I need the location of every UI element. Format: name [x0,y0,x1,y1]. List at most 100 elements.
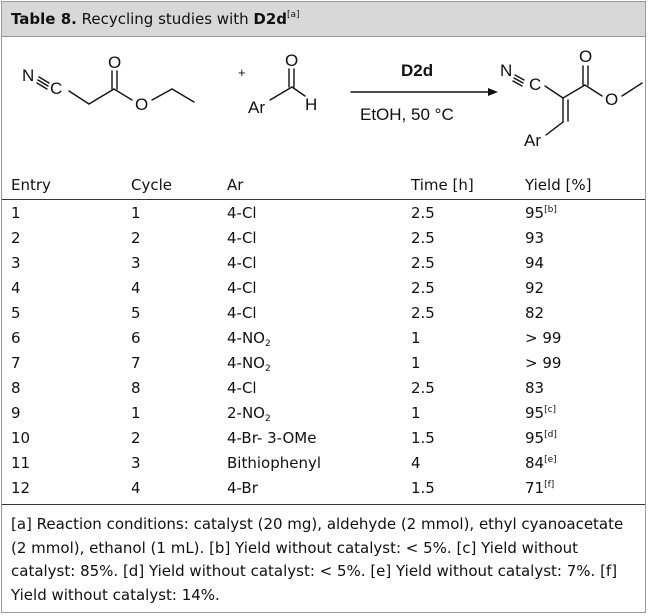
cell-ar-text: 4-Cl [227,379,257,397]
cell-time: 1.5 [411,429,435,447]
product-n-label: N [500,61,512,80]
cell-entry: 11 [11,454,31,472]
cell-cycle: 8 [131,379,141,397]
table-header-row: Entry Cycle Ar Time [h] Yield [%] [2,170,645,200]
table-title: Table 8. Recycling studies with D2d[a] [11,10,300,28]
cell-ar-text: 4-Cl [227,254,257,272]
table-row: 5 5 4-Cl 2.5 82 [2,304,645,324]
column-header-ar: Ar [227,176,244,194]
bond-ar-c [269,86,293,101]
cell-yield-value: 94 [525,254,545,272]
cell-ar: 4-NO2 [227,354,271,374]
cell-entry: 12 [11,479,31,497]
cell-cycle: 3 [131,454,141,472]
cell-time: 1 [411,329,421,347]
cell-ar-text: 4-Cl [227,229,257,247]
column-header-time: Time [h] [411,176,474,194]
bond-ch2-co [88,88,115,105]
reactant1-o-carbonyl-label: O [108,53,121,72]
reaction-scheme: N C O O + Ar O H D2d EtOH, 50 °C N C O O… [22,47,643,150]
cell-entry: 6 [11,329,21,347]
product-bond-calpha-co [562,84,586,99]
cell-yield-value: 82 [525,304,545,322]
cell-cycle: 4 [131,479,141,497]
nitrile-bond-2 [37,79,49,87]
cell-yield-value: 95 [525,204,545,222]
cell-ar-subscript: 2 [264,364,271,374]
product-nitrile-bond-1 [514,74,525,81]
cell-time: 1 [411,404,421,422]
cell-yield-value: 93 [525,229,545,247]
cell-time: 2.5 [411,379,435,397]
cell-time: 4 [411,454,421,472]
column-header-entry: Entry [11,176,51,194]
cell-yield: 95[c] [525,404,556,422]
cell-yield-footnote-mark: [e] [544,455,557,465]
cell-ar: 4-Cl [227,279,257,297]
table-row: 8 8 4-Cl 2.5 83 [2,379,645,399]
cell-entry: 8 [11,379,21,397]
cell-ar-text: 4-Br [227,479,258,497]
reaction-arrow-head [488,88,498,96]
cell-ar-text: Bithiophenyl [227,454,321,472]
cell-yield: 84[e] [525,454,557,472]
cell-ar: 4-Cl [227,229,257,247]
bond-ch2-ch3 [171,88,195,103]
product-bond-c-calpha [544,85,564,99]
cell-cycle: 5 [131,304,141,322]
cell-ar-text: 4-Br- 3-OMe [227,429,317,447]
product-o-carbonyl-label: O [579,47,592,66]
column-header-cycle: Cycle [131,176,172,194]
nitrile-bond-3 [36,82,48,90]
cell-time: 2.5 [411,254,435,272]
cell-ar: 4-Br [227,479,258,497]
nitrile-bond-1 [38,76,50,84]
cell-yield: 94 [525,254,544,272]
cell-yield-value: 92 [525,279,545,297]
cell-ar-subscript: 2 [264,339,271,349]
column-header-yield: Yield [%] [525,176,592,194]
cell-cycle: 2 [131,429,141,447]
bond-c-o [113,88,133,101]
cell-time: 2.5 [411,204,435,222]
arrow-reagent-label: D2d [401,61,433,80]
cell-yield-value: 95 [525,404,545,422]
cell-yield: 82 [525,304,544,322]
cell-yield-value: > 99 [525,354,562,372]
cell-yield-footnote-mark: [c] [544,405,557,415]
cell-ar: 4-NO2 [227,329,271,349]
product-nitrile-bond-3 [512,80,523,87]
cell-ar-text: 4-NO [227,354,265,372]
cell-ar-subscript: 2 [264,414,271,424]
cell-yield: 71[f] [525,479,554,497]
cell-ar: 4-Cl [227,304,257,322]
cell-cycle: 7 [131,354,141,372]
cell-cycle: 6 [131,329,141,347]
cell-yield-value: 71 [525,479,545,497]
cell-yield: 95[b] [525,204,557,222]
cell-yield: 83 [525,379,544,397]
product-bond-c-o [584,84,603,97]
product-bond-o-ch2 [621,82,643,97]
cell-time: 2.5 [411,279,435,297]
cell-entry: 9 [11,404,21,422]
bond-c-h [291,86,306,97]
product-o-ester-label: O [605,90,618,109]
cell-yield: 93 [525,229,544,247]
product-ar-label: Ar [524,131,541,150]
cell-cycle: 1 [131,204,141,222]
cell-yield-footnote-mark: [f] [544,480,555,490]
reactant1-o-ester-label: O [135,95,148,114]
cell-entry: 5 [11,304,21,322]
cell-time: 2.5 [411,304,435,322]
reactant2-o-label: O [285,51,298,70]
reactant2-ar-label: Ar [248,98,265,117]
cell-entry: 10 [11,429,31,447]
cell-entry: 1 [11,204,21,222]
